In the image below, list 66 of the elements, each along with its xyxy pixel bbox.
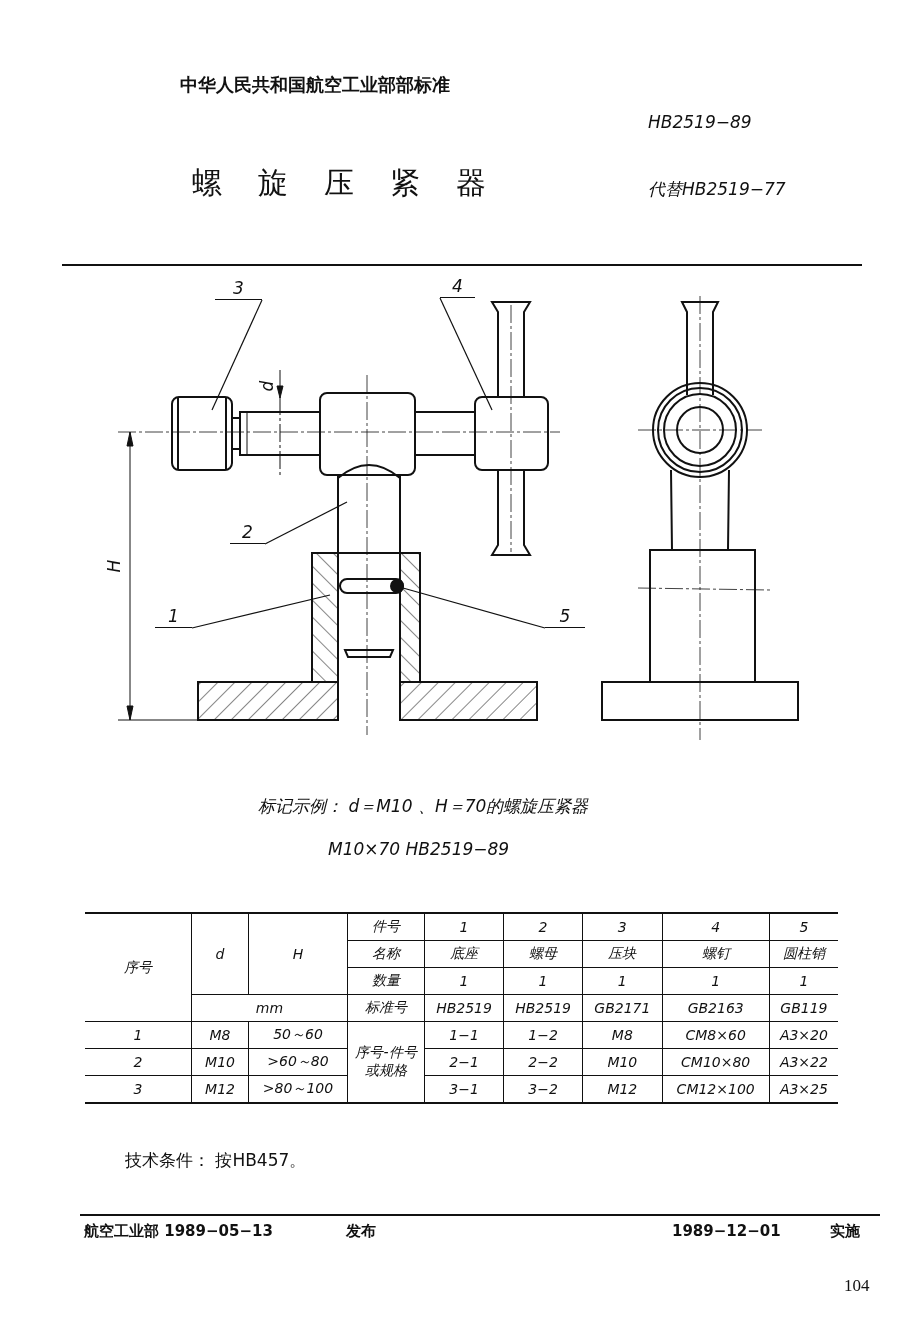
table-cell: mm — [191, 994, 348, 1022]
dimension-label: d — [257, 380, 278, 392]
callout-number: 1 — [155, 606, 192, 628]
effective-note: 实施 — [830, 1222, 860, 1240]
table-cell: 标准号 — [347, 994, 425, 1022]
table-cell: 1 — [582, 967, 663, 995]
table-cell: M10 — [582, 1048, 663, 1076]
table-cell: 1 — [424, 967, 504, 995]
table-cell: 件号 — [347, 913, 425, 941]
table-cell: 1−1 — [424, 1021, 504, 1049]
callout-number: 2 — [230, 522, 265, 544]
table-cell: 2−2 — [503, 1048, 583, 1076]
table-cell: 50～60 — [248, 1021, 348, 1049]
standard-number: HB2519−89 — [648, 112, 752, 133]
table-cell: 2−1 — [424, 1048, 504, 1076]
table-cell: 序号-件号或规格 — [347, 1021, 425, 1103]
marking-example: 标记示例： d＝M10 、H＝70的螺旋压紧器 — [258, 796, 589, 817]
leader-line — [191, 594, 331, 629]
table-cell: 名称 — [347, 940, 425, 968]
table-cell: HB2519 — [424, 994, 504, 1022]
leader-line — [264, 501, 348, 545]
base — [197, 552, 538, 721]
table-cell: 1 — [662, 967, 770, 995]
table-cell: M10 — [191, 1048, 249, 1076]
table-cell: CM10×80 — [662, 1048, 770, 1076]
callout-number: 4 — [440, 276, 475, 298]
pressure-pad — [171, 396, 241, 471]
table-cell: GB2163 — [662, 994, 770, 1022]
table-cell: 1 — [424, 913, 504, 941]
table-cell: 1−2 — [503, 1021, 583, 1049]
table-cell: 3 — [582, 913, 663, 941]
table-cell: HB2519 — [503, 994, 583, 1022]
table-cell: 1 — [85, 1021, 192, 1049]
title: 螺旋压紧器 — [192, 165, 522, 201]
leader-line — [439, 297, 493, 411]
table-cell: d — [191, 913, 249, 995]
table-cell: 底座 — [424, 940, 504, 968]
table-cell: H — [248, 913, 348, 995]
table-cell: 2 — [85, 1048, 192, 1076]
page-number: 104 — [844, 1276, 870, 1297]
screw-with-handle — [239, 301, 549, 556]
effective-date: 1989−12−01 — [672, 1222, 781, 1240]
table-cell: 螺钉 — [662, 940, 770, 968]
table-cell: M8 — [191, 1021, 249, 1049]
table-cell: 压块 — [582, 940, 663, 968]
table-cell: 4 — [662, 913, 770, 941]
table-cell: CM8×60 — [662, 1021, 770, 1049]
table-cell: 1 — [503, 967, 583, 995]
issue-date: 航空工业部 1989−05−13 — [84, 1222, 273, 1240]
table-cell: M8 — [582, 1021, 663, 1049]
issue-note: 发布 — [346, 1222, 376, 1240]
callout-number: 3 — [215, 278, 262, 300]
leader-line — [211, 299, 263, 411]
standard-header: 中华人民共和国航空工业部部标准 — [180, 74, 450, 96]
table-cell: 2 — [503, 913, 583, 941]
table-cell: GB2171 — [582, 994, 663, 1022]
dimension-label: H — [104, 559, 125, 573]
leader-line — [402, 587, 546, 629]
cylindrical-pin — [339, 578, 404, 594]
technical-note: 技术条件： 按HB457。 — [125, 1150, 307, 1171]
table-cell: 序号 — [85, 913, 192, 1022]
marking-example: M10×70 HB2519−89 — [328, 839, 510, 860]
table-cell: 螺母 — [503, 940, 583, 968]
table-cell: 数量 — [347, 967, 425, 995]
replaces-note: 代替HB2519−77 — [648, 179, 786, 200]
callout-number: 5 — [545, 606, 585, 628]
